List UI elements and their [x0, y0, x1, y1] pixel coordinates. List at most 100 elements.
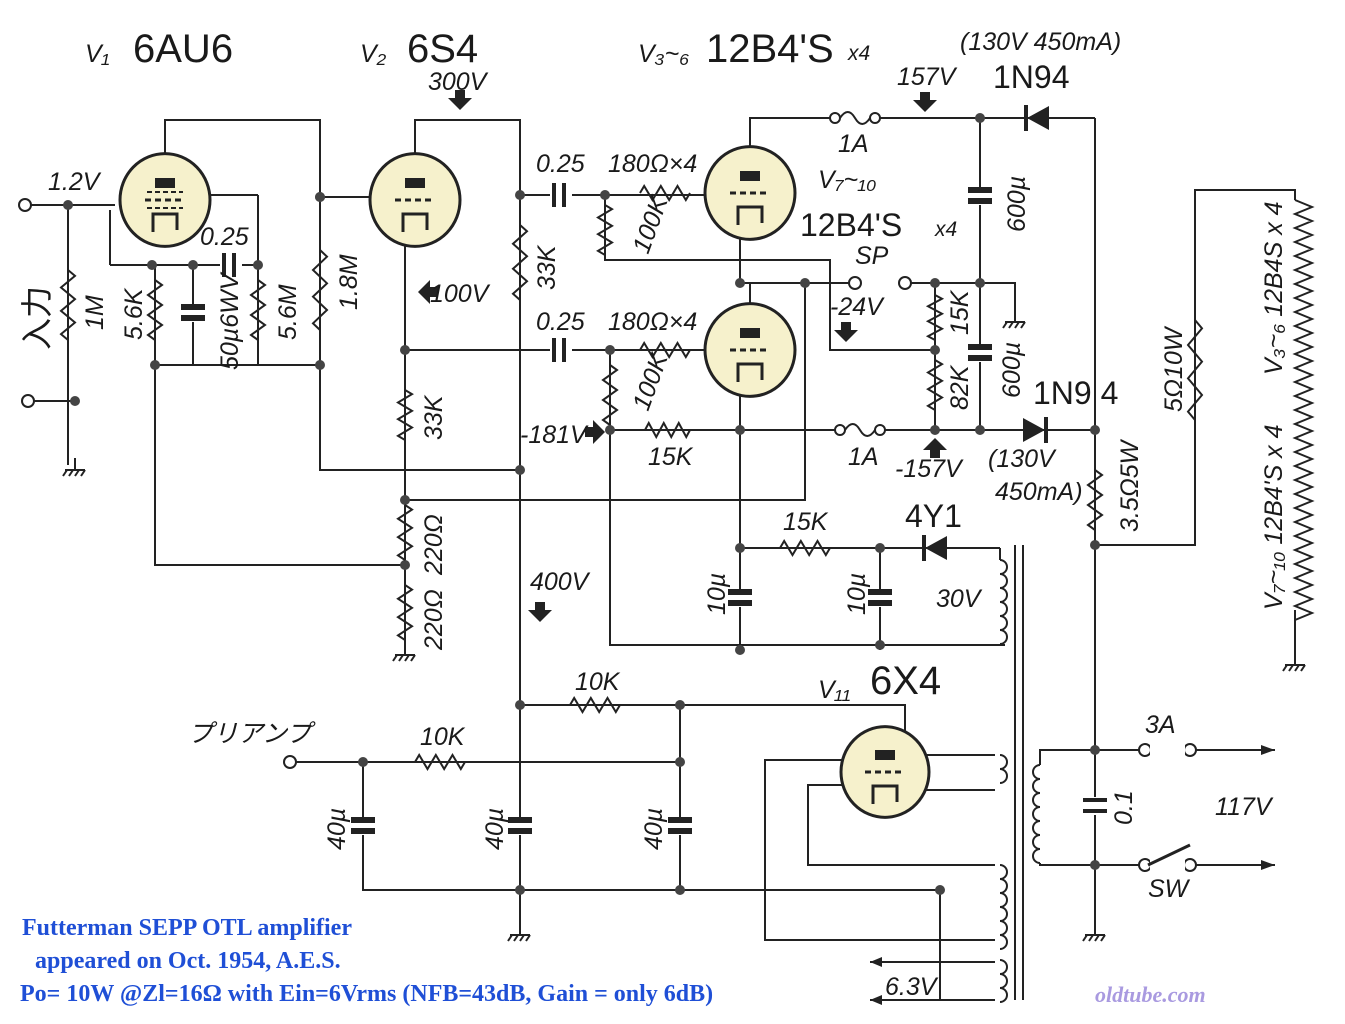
fuse	[829, 112, 841, 124]
voltage-minus-24: -24V	[830, 293, 885, 321]
fuse-gap	[1150, 745, 1185, 755]
wire	[414, 119, 521, 935]
wire	[764, 759, 995, 941]
cap-025-c: 0.25	[536, 308, 585, 336]
junction-dot	[675, 700, 685, 710]
junction-dot	[930, 425, 940, 435]
tube-plate	[740, 328, 760, 338]
res-220-a: 220Ω	[420, 514, 448, 576]
terminal	[18, 198, 32, 212]
capacitor	[552, 183, 566, 207]
caption: Futterman SEPP OTL amplifier appeared on…	[20, 915, 1206, 1007]
junction-dot	[515, 700, 525, 710]
cap-0-1: 0.1	[1110, 790, 1138, 825]
v7-type: 12B4'S	[800, 207, 902, 243]
transformer-winding	[999, 959, 1008, 1003]
voltage-300: 300V	[428, 68, 489, 96]
junction-dot	[1090, 425, 1100, 435]
capacitor	[552, 338, 566, 362]
mains-117v: 117V	[1215, 793, 1274, 821]
fuse-3a: 3A	[1145, 711, 1176, 739]
voltage-157: 157V	[897, 63, 958, 91]
terminal	[21, 394, 35, 408]
res-100k-b: 100K	[627, 348, 674, 414]
switch-gap	[1150, 858, 1185, 870]
resistor	[311, 249, 329, 331]
terminal	[1183, 858, 1197, 872]
diode-b-rating-2: 450mA)	[995, 478, 1083, 506]
v3-ref: V₃~₆	[638, 40, 689, 68]
voltage-arrow-icon	[913, 92, 937, 112]
capacitor	[968, 187, 992, 204]
diode-icon	[925, 536, 947, 560]
junction-dot	[735, 425, 745, 435]
voltage-6-3: 6.3V	[885, 973, 939, 1001]
resistor	[249, 279, 267, 341]
resistor	[644, 420, 691, 440]
junction-dot	[400, 560, 410, 570]
junction-dot	[605, 425, 615, 435]
tube-plate	[740, 171, 760, 181]
junction-dot	[800, 278, 810, 288]
res-5-ohm: 5Ω10W	[1160, 325, 1188, 412]
wire	[520, 704, 681, 890]
wire	[807, 784, 995, 866]
resistor	[779, 539, 831, 557]
tube-plate	[875, 750, 895, 760]
res-15k-c: 15K	[783, 508, 829, 536]
heater-string-a: V₃~₆ 12B4S x 4	[1260, 201, 1288, 375]
wire	[405, 283, 806, 501]
resistor	[414, 753, 466, 771]
res-1-8m: 1.8M	[335, 254, 363, 310]
v1-ref: V₁	[85, 40, 110, 68]
terminal	[848, 276, 862, 290]
junction-dot	[515, 465, 525, 475]
capacitor	[868, 589, 892, 606]
ground-icon	[1002, 310, 1026, 329]
transformer-winding	[999, 559, 1008, 645]
caption-line-1: Futterman SEPP OTL amplifier	[22, 915, 352, 941]
fuse	[874, 424, 886, 436]
junction-dot	[63, 200, 73, 210]
junction-dot	[315, 192, 325, 202]
voltage-arrow-icon	[448, 90, 472, 110]
caption-line-2: appeared on Oct. 1954, A.E.S.	[35, 948, 341, 974]
resistor	[601, 364, 619, 426]
cap-40u-b: 40µ	[481, 808, 509, 850]
heater-string	[1292, 199, 1315, 621]
wire	[164, 119, 520, 471]
wire	[609, 350, 1005, 646]
transformer-winding	[999, 754, 1008, 784]
fuse	[844, 423, 876, 437]
junction-dot	[735, 645, 745, 655]
capacitor	[508, 817, 532, 834]
junction-dot	[735, 543, 745, 553]
voltage-arrow-icon	[418, 280, 438, 304]
wires	[25, 117, 1296, 1001]
resistor	[1186, 319, 1204, 421]
resistor	[59, 269, 77, 341]
v7-ref: V₇~₁₀	[818, 166, 876, 194]
resistor	[596, 204, 614, 256]
junction-dot	[930, 345, 940, 355]
diode-b-rating-1: (130V	[988, 445, 1057, 473]
voltage-400: 400V	[530, 568, 591, 596]
ground-icon	[1082, 923, 1106, 942]
tube-cathode	[736, 205, 764, 225]
voltage-minus-181: -181V	[520, 421, 589, 449]
terminal	[283, 755, 297, 769]
speaker-terminal-label: SP	[855, 242, 889, 270]
junction-dot	[875, 640, 885, 650]
resistor	[639, 184, 691, 202]
cap-025-a: 0.25	[200, 223, 249, 251]
capacitor	[668, 817, 692, 834]
junction-dot	[400, 345, 410, 355]
tube-cathode	[871, 784, 899, 804]
power-switch-label: SW	[1148, 875, 1191, 903]
tube-cathode	[151, 212, 179, 232]
capacitor	[968, 344, 992, 361]
junction-dot	[935, 885, 945, 895]
voltage-arrow-icon	[585, 420, 605, 444]
resistor	[396, 504, 414, 561]
wire	[362, 762, 940, 891]
